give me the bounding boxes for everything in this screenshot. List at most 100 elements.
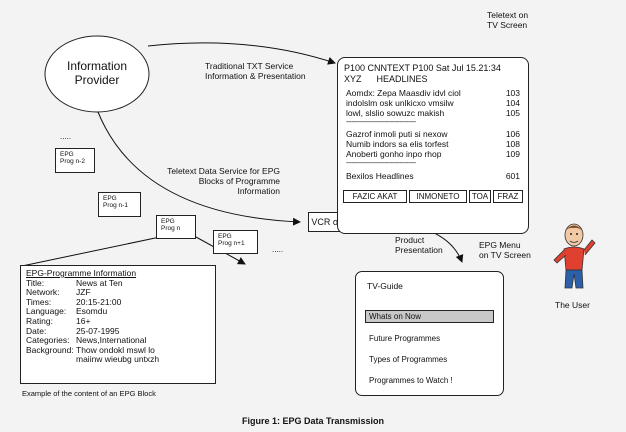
provider-label-line1: Information (66, 59, 128, 73)
epg-info-row: Title: News at Ten (26, 277, 215, 289)
teletext-row-text: Gazrof inmoli puti si nexow (346, 129, 448, 139)
figure-caption: Figure 1: EPG Data Transmission (241, 416, 385, 426)
dots-right: ..... (272, 245, 284, 254)
epg-info-row: Categories: News,International (26, 335, 215, 346)
epg-info-value: News,International (76, 335, 147, 346)
example-caption: Example of the content of an EPG Block (22, 389, 156, 398)
provider-label-line2: Provider (74, 73, 120, 87)
tv-guide-menu-item[interactable]: Whats on Now (369, 312, 422, 321)
vcr-tv-label: VCR or TV (311, 217, 355, 227)
traditional-txt-label-1: Traditional TXT Service (205, 61, 294, 71)
epg-info-label: Date: (26, 325, 47, 336)
teletext-separator-2: -------------------------------------- (346, 160, 416, 167)
epg-info-value: Esomdu (76, 306, 108, 317)
epg-menu-label-2: on TV Screen (479, 250, 531, 260)
tv-guide-menu-item[interactable]: Future Programmes (369, 334, 441, 343)
epg-info-label: Rating: (26, 315, 53, 326)
tv-guide-title: TV-Guide (367, 281, 403, 291)
teletext-on-tv-label-2: TV Screen (487, 20, 528, 30)
epg-info-row: Times: 20:15-21:00 (26, 296, 215, 308)
fastext-key[interactable]: TOA (469, 190, 491, 203)
teletext-row-text: Anoberti gonho inpo rhop (346, 149, 442, 159)
epg-info-label: Network: (26, 287, 60, 298)
teletext-row-page: 109 (505, 149, 520, 159)
epg-block-line2: Prog n-1 (103, 202, 128, 210)
fastext-key[interactable]: FAZIC AKAT (343, 190, 407, 203)
dots-left: ..... (60, 132, 72, 141)
epg-info-value: Thow ondokl mswl lo (76, 344, 155, 355)
arrow-provider-to-vcr (97, 111, 301, 226)
teletext-row-text: lowl, slslio sowuzc makish (346, 108, 445, 118)
teletext-row-text: indolslm osk unlkicxo vmsilw (346, 98, 454, 108)
epg-block-line1: EPG (218, 233, 232, 240)
epg-menu-label-1: EPG Menu (479, 240, 521, 250)
teletext-row-page: 106 (505, 129, 520, 139)
epg-block-line2: Prog n+1 (218, 240, 245, 248)
epg-block-n: EPG Prog n (156, 215, 196, 239)
teletext-header-2: XYZ HEADLINES (344, 74, 428, 84)
teletext-row-page: 104 (505, 98, 520, 108)
epg-block-line1: EPG (60, 151, 74, 158)
teletext-data-label-3: Information (237, 186, 280, 196)
teletext-row-page: 108 (505, 139, 520, 149)
teletext-row: Numib indors sa elis torfest 108 (346, 139, 520, 149)
teletext-row-text: Bexilos Headlines (346, 171, 414, 181)
epg-info-label: Times: (26, 296, 52, 307)
epg-block-line2: Prog n-2 (60, 158, 85, 166)
product-label-1: Product (395, 235, 425, 245)
epg-block-n-minus-2: EPG Prog n-2 (55, 148, 95, 173)
epg-info-row: Date: 25-07-1995 (26, 325, 215, 337)
epg-info-value: 25-07-1995 (76, 325, 120, 336)
teletext-row: Aomdx: Zepa Maasdiv idvl ciol 103 (346, 88, 520, 98)
the-user-label: The User (555, 300, 590, 310)
traditional-txt-label-2: Information & Presentation (205, 71, 306, 81)
teletext-row-page: 105 (505, 108, 520, 118)
epg-info-value: 20:15-21:00 (76, 296, 122, 307)
tv-guide-menu-item[interactable]: Types of Programmes (369, 355, 448, 364)
teletext-row: Anoberti gonho inpo rhop 109 (346, 149, 520, 159)
epg-info-value: News at Ten (76, 277, 123, 288)
teletext-row: lowl, slslio sowuzc makish 105 (346, 108, 520, 118)
teletext-data-label-2: Blocks of Programme (198, 176, 280, 186)
tv-guide-menu-item[interactable]: Programmes to Watch ! (369, 376, 453, 385)
teletext-separator-1: -------------------------------------- (346, 119, 416, 126)
epg-block-n-minus-1: EPG Prog n-1 (98, 192, 141, 217)
epg-info-label: Language: (26, 306, 67, 317)
epg-info-label: Background: (26, 344, 74, 355)
teletext-row-page: 103 (505, 88, 520, 98)
teletext-row-text: Aomdx: Zepa Maasdiv idvl ciol (346, 88, 461, 98)
fastext-key[interactable]: INMONETO (409, 190, 467, 203)
tv-guide-selection-highlight (365, 310, 494, 323)
epg-info-row: Language: Esomdu (26, 307, 215, 317)
teletext-on-tv-label-1: Teletext on (487, 10, 529, 20)
epg-block-line1: EPG (161, 218, 175, 225)
teletext-data-label-1: Teletext Data Service for EPG (167, 166, 280, 176)
fastext-bar: FAZIC AKAT INMONETO TOA FRAZ (343, 190, 523, 203)
teletext-header-1: P100 CNNTEXT P100 Sat Jul 15.21:34 (344, 63, 501, 73)
epg-info-row: Rating:16+ (26, 315, 215, 327)
teletext-row-text: Numib indors sa elis torfest (346, 139, 449, 149)
epg-block-n-plus-1: EPG Prog n+1 (213, 230, 258, 254)
teletext-screen: P100 CNNTEXT P100 Sat Jul 15.21:34 XYZ H… (337, 57, 529, 234)
epg-info-background-cont: maiinw wieubg untxzh (76, 354, 160, 365)
epg-block-line1: EPG (103, 195, 117, 202)
epg-info-label: Categories: (26, 335, 70, 346)
epg-info-box: EPG-Programme Information Title: News at … (20, 265, 216, 384)
tv-guide-screen: TV-Guide Whats on Now Future Programmes … (355, 271, 504, 396)
provider-ellipse (44, 35, 150, 113)
epg-info-label: Title: (26, 277, 45, 288)
teletext-row-page: 601 (505, 171, 520, 181)
fastext-key[interactable]: FRAZ (493, 190, 523, 203)
epg-info-value: JZF (76, 287, 91, 298)
teletext-row: Gazrof inmoli puti si nexow 106 (346, 129, 520, 139)
product-label-2: Presentation (395, 245, 443, 255)
arrow-provider-to-teletext (147, 42, 336, 65)
teletext-row: Bexilos Headlines 601 (346, 171, 520, 181)
user-figure-icon (553, 223, 596, 289)
epg-info-title: EPG-Programme Information (26, 268, 137, 278)
epg-info-row: Background:Thow ondokl mswl lo (26, 344, 215, 356)
epg-block-line2: Prog n (161, 225, 181, 233)
teletext-row: indolslm osk unlkicxo vmsilw 104 (346, 98, 520, 108)
epg-info-row: Network: JZF (26, 287, 215, 298)
